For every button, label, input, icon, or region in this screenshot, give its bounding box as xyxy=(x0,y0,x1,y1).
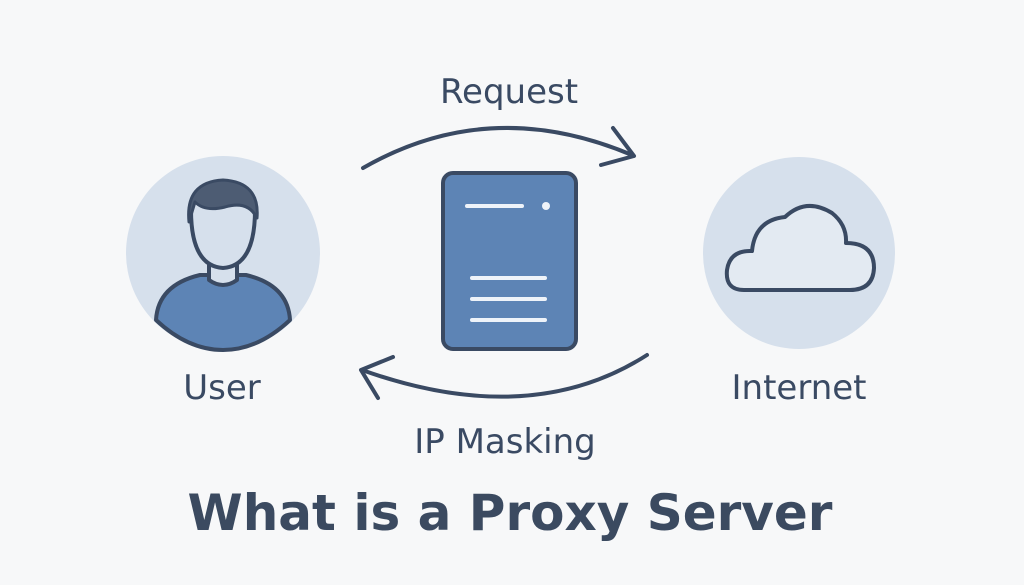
page-title: What is a Proxy Server xyxy=(187,484,833,542)
request-label: Request xyxy=(439,72,579,112)
ip-masking-arrow xyxy=(359,353,649,400)
user-person-icon xyxy=(154,178,292,352)
ip-masking-label: IP Masking xyxy=(414,422,596,462)
proxy-server-node xyxy=(441,171,578,351)
internet-label: Internet xyxy=(731,368,867,408)
server-document-icon xyxy=(441,171,578,351)
user-label: User xyxy=(183,368,261,408)
server-indicator-dot xyxy=(542,202,550,210)
request-arrow xyxy=(361,125,636,170)
user-node xyxy=(126,156,320,352)
cloud-icon xyxy=(724,204,876,292)
internet-node xyxy=(703,157,895,349)
